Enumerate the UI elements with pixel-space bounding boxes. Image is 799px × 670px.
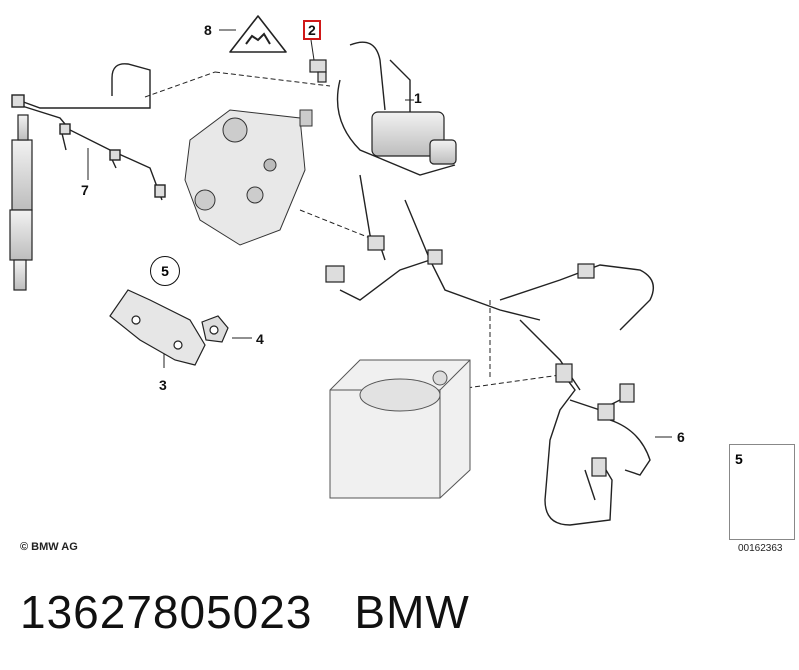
callout-6: 6 (677, 429, 685, 445)
drawing-number: 00162363 (738, 543, 783, 554)
clip (201, 315, 229, 343)
pressure-sensor (309, 59, 327, 83)
callout-8: 8 (204, 22, 212, 38)
bracket (109, 289, 206, 366)
brand-name: BMW (354, 586, 470, 638)
hose-clamps (325, 235, 595, 283)
callout-2-highlighted[interactable]: 2 (303, 20, 321, 40)
callout-3: 3 (159, 377, 167, 393)
copyright: © BMW AG (20, 541, 78, 553)
legend-item-number: 5 (735, 451, 743, 467)
injection-line (11, 63, 166, 201)
high-pressure-pump (184, 109, 313, 246)
footer: 13627805023 BMW (20, 585, 470, 639)
legend-box (729, 444, 795, 540)
injector (9, 114, 33, 291)
callout-4: 4 (256, 331, 264, 347)
callout-5-circled: 5 (150, 256, 180, 286)
callout-1: 1 (414, 90, 422, 106)
fuel-tank-context (329, 359, 471, 499)
fuel-filter (371, 111, 457, 165)
part-number: 13627805023 (20, 586, 313, 638)
warning-sticker (229, 15, 287, 53)
hose-connectors (555, 363, 635, 477)
fuel-line-assembly (336, 41, 654, 391)
callout-7: 7 (81, 182, 89, 198)
parts-diagram (9, 15, 791, 531)
